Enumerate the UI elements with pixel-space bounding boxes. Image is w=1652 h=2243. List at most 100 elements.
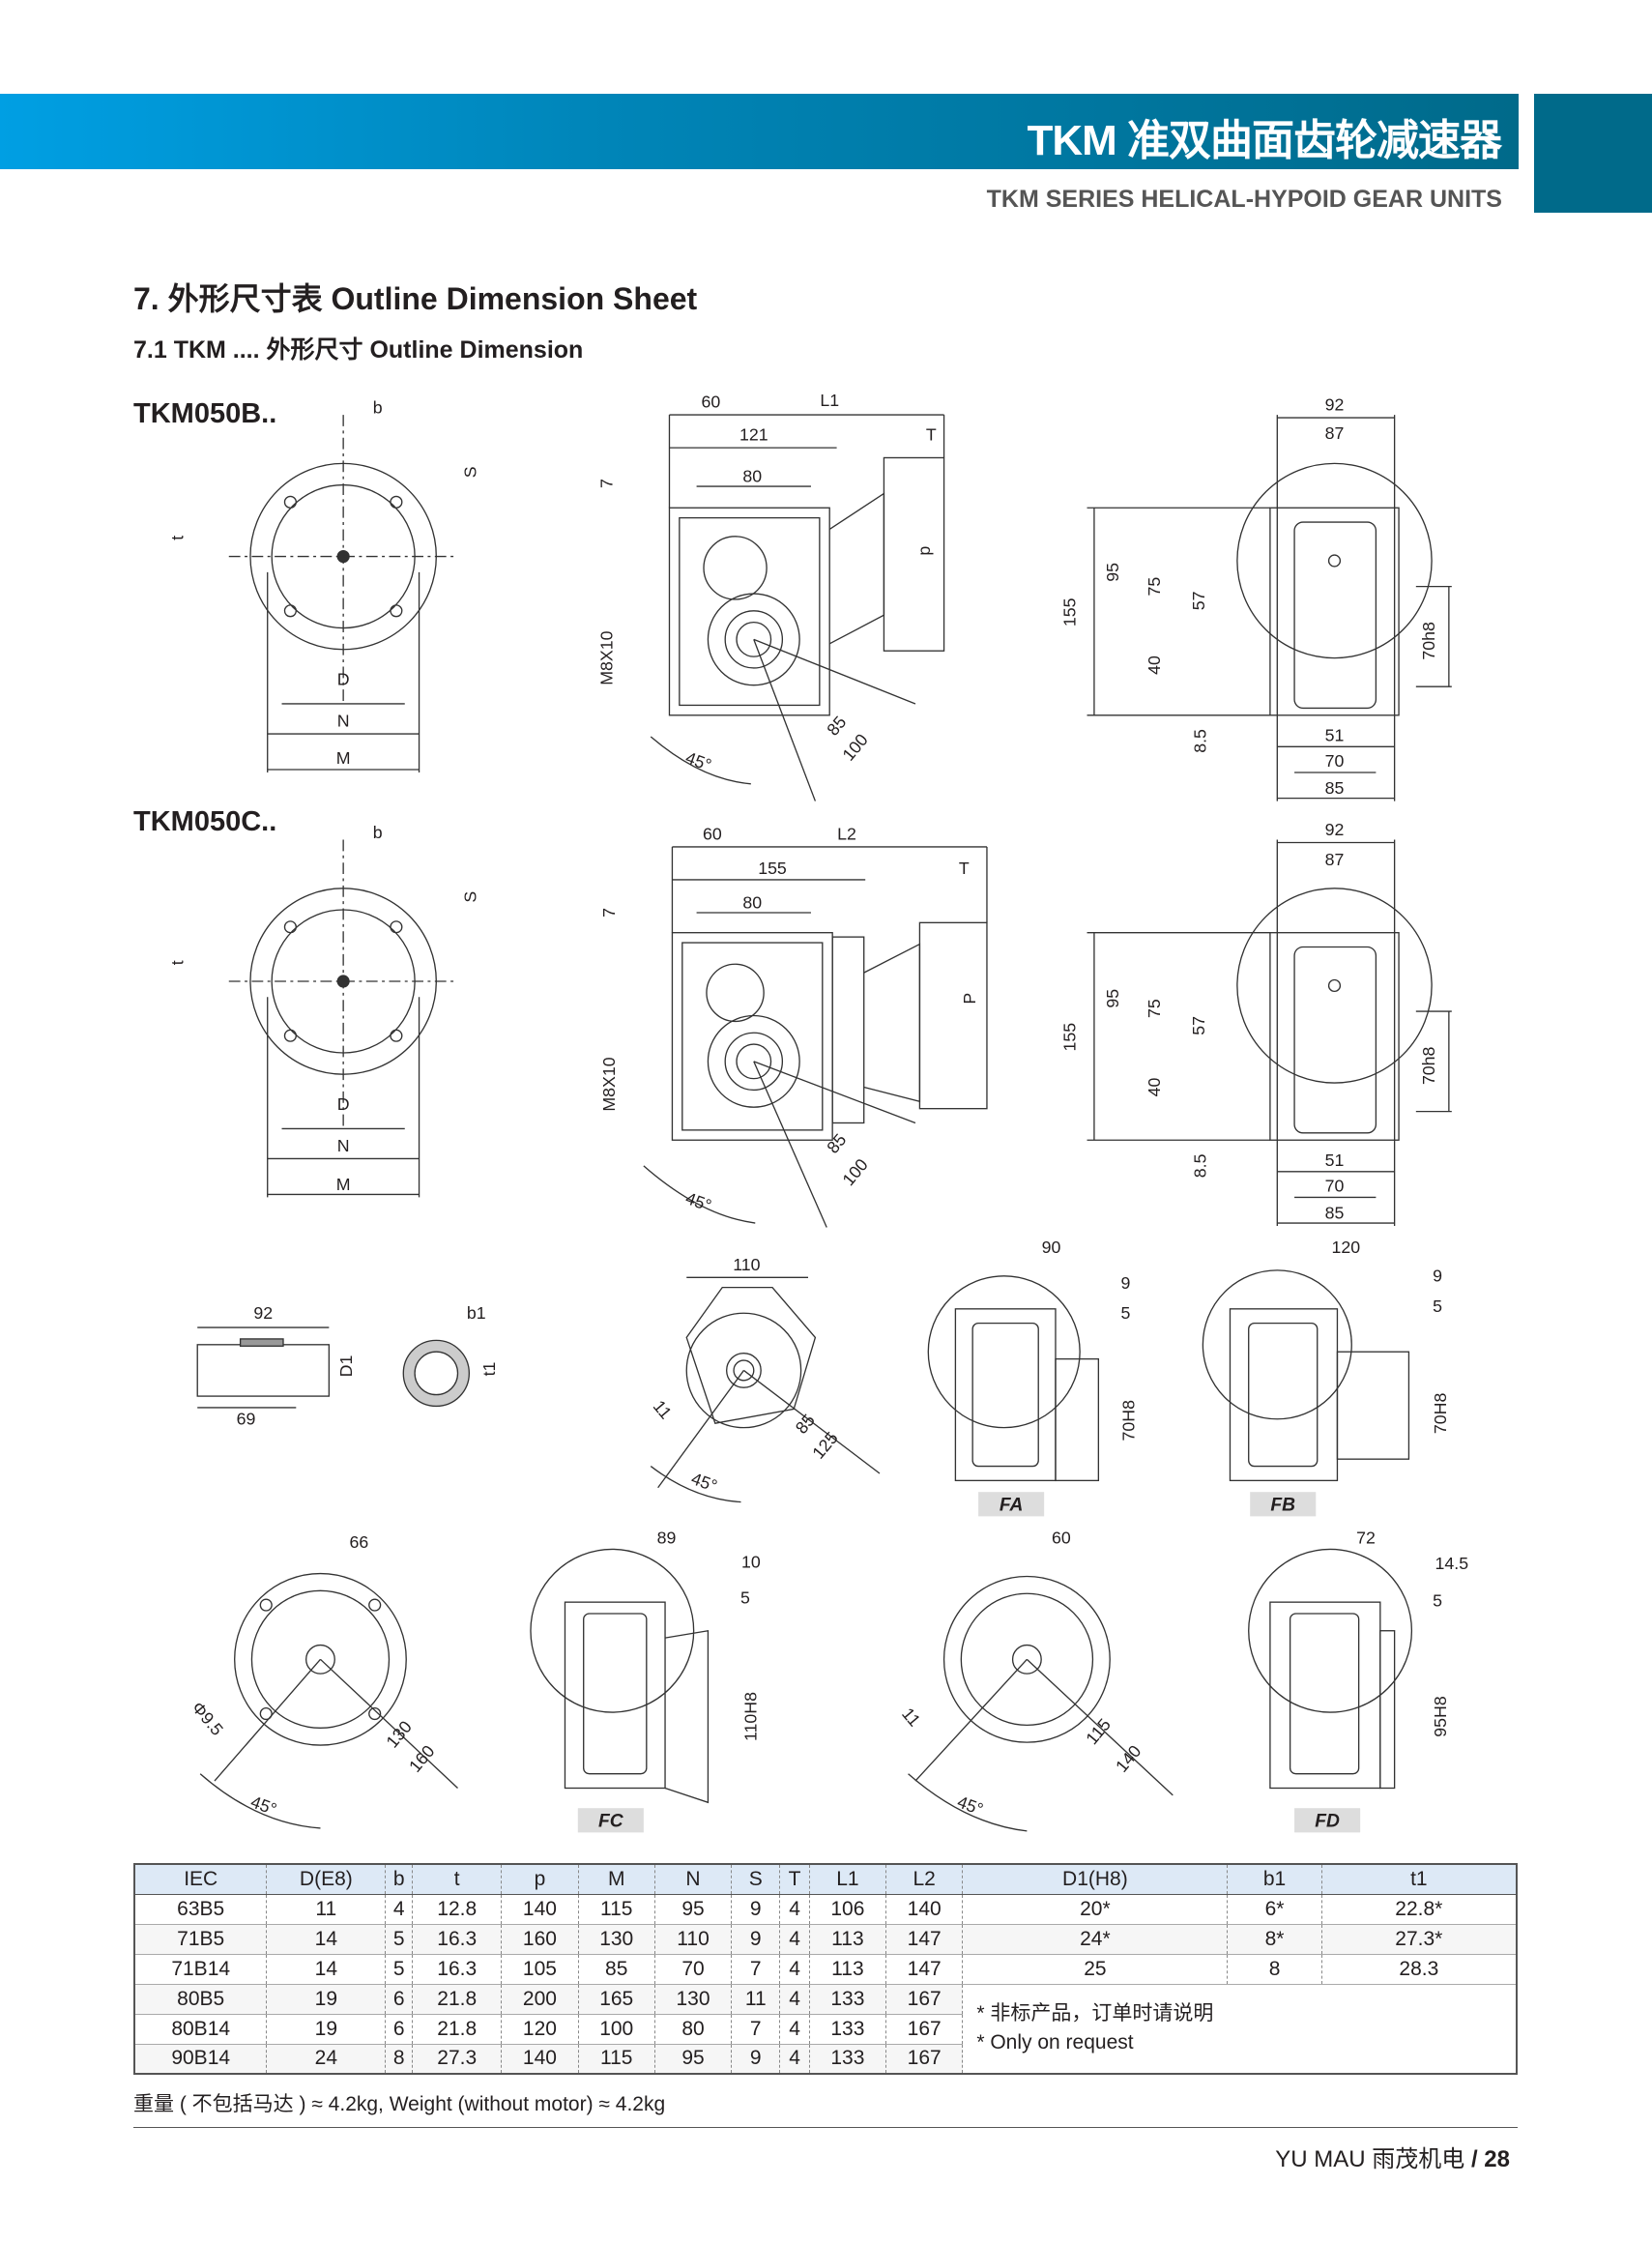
dimension-label: 60 (1052, 1528, 1071, 1547)
dimension-label: 5 (1433, 1591, 1442, 1611)
dimension-label: 60 (702, 393, 721, 412)
table-cell: 160 (501, 1924, 579, 1955)
dimension-label: 140 (1112, 1741, 1145, 1776)
table-cell: 90B14 (133, 2044, 267, 2075)
dimension-label: 70 (1325, 1177, 1345, 1196)
dimension-label: S (461, 466, 480, 478)
table-cell: 115 (577, 1894, 655, 1925)
dimension-label: 70H8 (1431, 1392, 1450, 1434)
dimension-label: 92 (1325, 820, 1345, 839)
table-cell: 11 (731, 1984, 780, 2015)
table-cell: 6* (1227, 1894, 1322, 1925)
dimension-label: L1 (820, 391, 839, 410)
dimension-label: Φ9.5 (188, 1698, 227, 1739)
dimension-label: 40 (1145, 1077, 1164, 1096)
table-cell: 113 (808, 1954, 886, 1985)
table-cell: 16.3 (412, 1954, 502, 1985)
dimension-label: 8.5 (1190, 1153, 1209, 1178)
dimension-label: 5 (1121, 1303, 1131, 1323)
dimension-label: 14.5 (1435, 1554, 1469, 1573)
table-cell: 70 (653, 1954, 732, 1985)
dimension-label: 70h8 (1419, 622, 1438, 660)
model-label-b: TKM050B.. (133, 398, 277, 429)
column-header: L2 (885, 1864, 963, 1895)
table-cell: 120 (501, 2014, 579, 2045)
column-header: L1 (808, 1864, 886, 1895)
dimension-label: 92 (1325, 395, 1345, 415)
section-subtitle: 7.1 TKM .... 外形尺寸 Outline Dimension (133, 336, 584, 364)
table-cell: 115 (577, 2044, 655, 2075)
fc-drawing (530, 1548, 710, 1804)
table-cell: 19 (266, 1984, 386, 2015)
view-tag: FC (598, 1811, 624, 1831)
dimension-label: 66 (350, 1532, 369, 1552)
table-cell: 4 (779, 1954, 810, 1985)
fc-flange-drawing (199, 1572, 458, 1829)
table-cell: 71B14 (133, 1954, 267, 1985)
header-side-block (1534, 94, 1652, 213)
table-cell: 4 (779, 2044, 810, 2075)
table-cell: 28.3 (1320, 1954, 1517, 1985)
table-cell: 7 (731, 2014, 780, 2045)
dimension-label: 7 (599, 908, 619, 918)
table-cell: 5 (385, 1924, 413, 1955)
table-cell: 6 (385, 2014, 413, 2045)
page-number: 28 (1484, 2146, 1510, 2172)
dimension-label: b (373, 823, 383, 842)
dimension-label: 160 (405, 1741, 438, 1776)
table-cell: 80B14 (133, 2014, 267, 2045)
dimension-label: 75 (1145, 577, 1164, 597)
dimension-label: 110H8 (741, 1692, 761, 1741)
dimension-label: 9 (1433, 1267, 1442, 1286)
table-cell: 8* (1227, 1924, 1322, 1955)
table-cell: 9 (731, 2044, 780, 2075)
dimension-label: T (959, 859, 970, 878)
note-cn: * 非标产品，订单时请说明 (976, 2002, 1214, 2025)
dimension-label: 45° (955, 1792, 986, 1820)
column-header: b (385, 1864, 413, 1895)
table-cell: 106 (808, 1894, 886, 1925)
dimension-label: 89 (657, 1528, 677, 1547)
dimension-label: b1 (467, 1303, 486, 1323)
dimension-label: 51 (1325, 725, 1345, 744)
flange-drawing-c (228, 839, 458, 1198)
column-header: D1(H8) (962, 1864, 1228, 1895)
dimension-label: t (167, 536, 187, 540)
table-cell: 16.3 (412, 1924, 502, 1955)
dimension-label: 40 (1145, 655, 1164, 675)
column-header: T (779, 1864, 810, 1895)
table-cell: 7 (731, 1954, 780, 1985)
table-cell: 80 (653, 2014, 732, 2045)
dimension-label: b (373, 398, 383, 418)
header-title: TKM 准双曲面齿轮减速器 (1027, 117, 1502, 164)
dimension-label: 57 (1189, 1016, 1208, 1035)
header-subtitle: TKM SERIES HELICAL-HYPOID GEAR UNITS (986, 186, 1502, 213)
table-cell: 147 (885, 1924, 963, 1955)
fa-drawing (927, 1275, 1100, 1482)
table-cell: 4 (385, 1894, 413, 1925)
dimension-label: 75 (1145, 999, 1164, 1018)
dimension-label: 8.5 (1190, 729, 1209, 753)
table-cell: 85 (577, 1954, 655, 1985)
dimension-label: 92 (253, 1303, 273, 1323)
column-header: t1 (1320, 1864, 1517, 1895)
table-cell: 21.8 (412, 2014, 502, 2045)
dimension-label: 87 (1325, 423, 1345, 443)
table-cell: 130 (577, 1924, 655, 1955)
dimension-label: 11 (650, 1396, 676, 1422)
table-cell: 167 (885, 1984, 963, 2015)
table-cell: 27.3* (1320, 1924, 1517, 1955)
column-header: S (731, 1864, 780, 1895)
dimension-label: 87 (1325, 850, 1345, 869)
side-drawing-b (650, 414, 945, 801)
table-cell: 6 (385, 1984, 413, 2015)
dimension-label: 45° (683, 1188, 714, 1215)
table-cell: 200 (501, 1984, 579, 2015)
shaft-drawing (196, 1326, 331, 1409)
dimension-label: 45° (683, 747, 714, 774)
dimension-label: 95H8 (1431, 1696, 1450, 1737)
dimension-label: 155 (758, 859, 787, 878)
